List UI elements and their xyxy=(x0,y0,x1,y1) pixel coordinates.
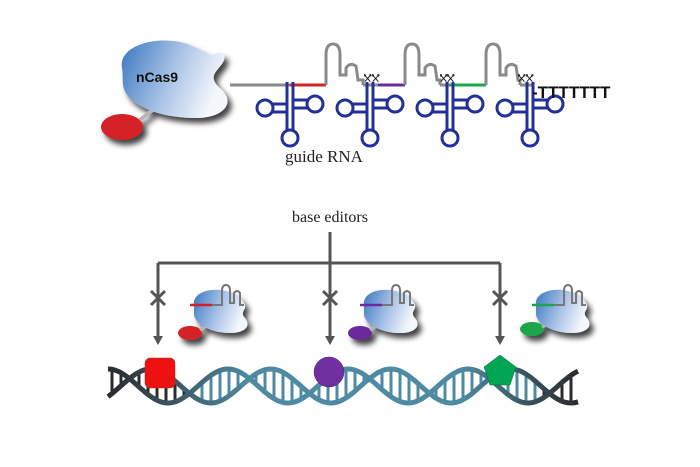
trna-1 xyxy=(255,80,325,148)
base-editor-green xyxy=(520,283,590,336)
effector-red xyxy=(101,114,143,140)
base-editors-label: base editors xyxy=(292,209,368,226)
cross-mark-right xyxy=(491,289,509,307)
base-editor-red xyxy=(178,283,248,340)
arrowheads xyxy=(153,336,505,345)
cross-mark-center xyxy=(321,289,339,307)
trna-2 xyxy=(335,80,405,148)
trna-3 xyxy=(415,80,485,148)
edit-mark-pentagon xyxy=(483,354,517,386)
guide-rna-label: guide RNA xyxy=(285,147,364,166)
base-editor-purple xyxy=(348,283,418,340)
ncas9-protein xyxy=(101,40,228,140)
ncas9-label: nCas9 xyxy=(136,69,178,85)
edit-mark-circle xyxy=(313,356,345,388)
edit-mark-square xyxy=(144,357,176,389)
cross-mark-left xyxy=(149,289,167,307)
ncas9-body xyxy=(121,40,228,118)
guide-rna-array: -TTTTTTT xyxy=(230,42,611,148)
polyt-terminator-label: -TTTTTTT xyxy=(532,83,611,102)
editor-tree-connectors xyxy=(149,232,509,338)
